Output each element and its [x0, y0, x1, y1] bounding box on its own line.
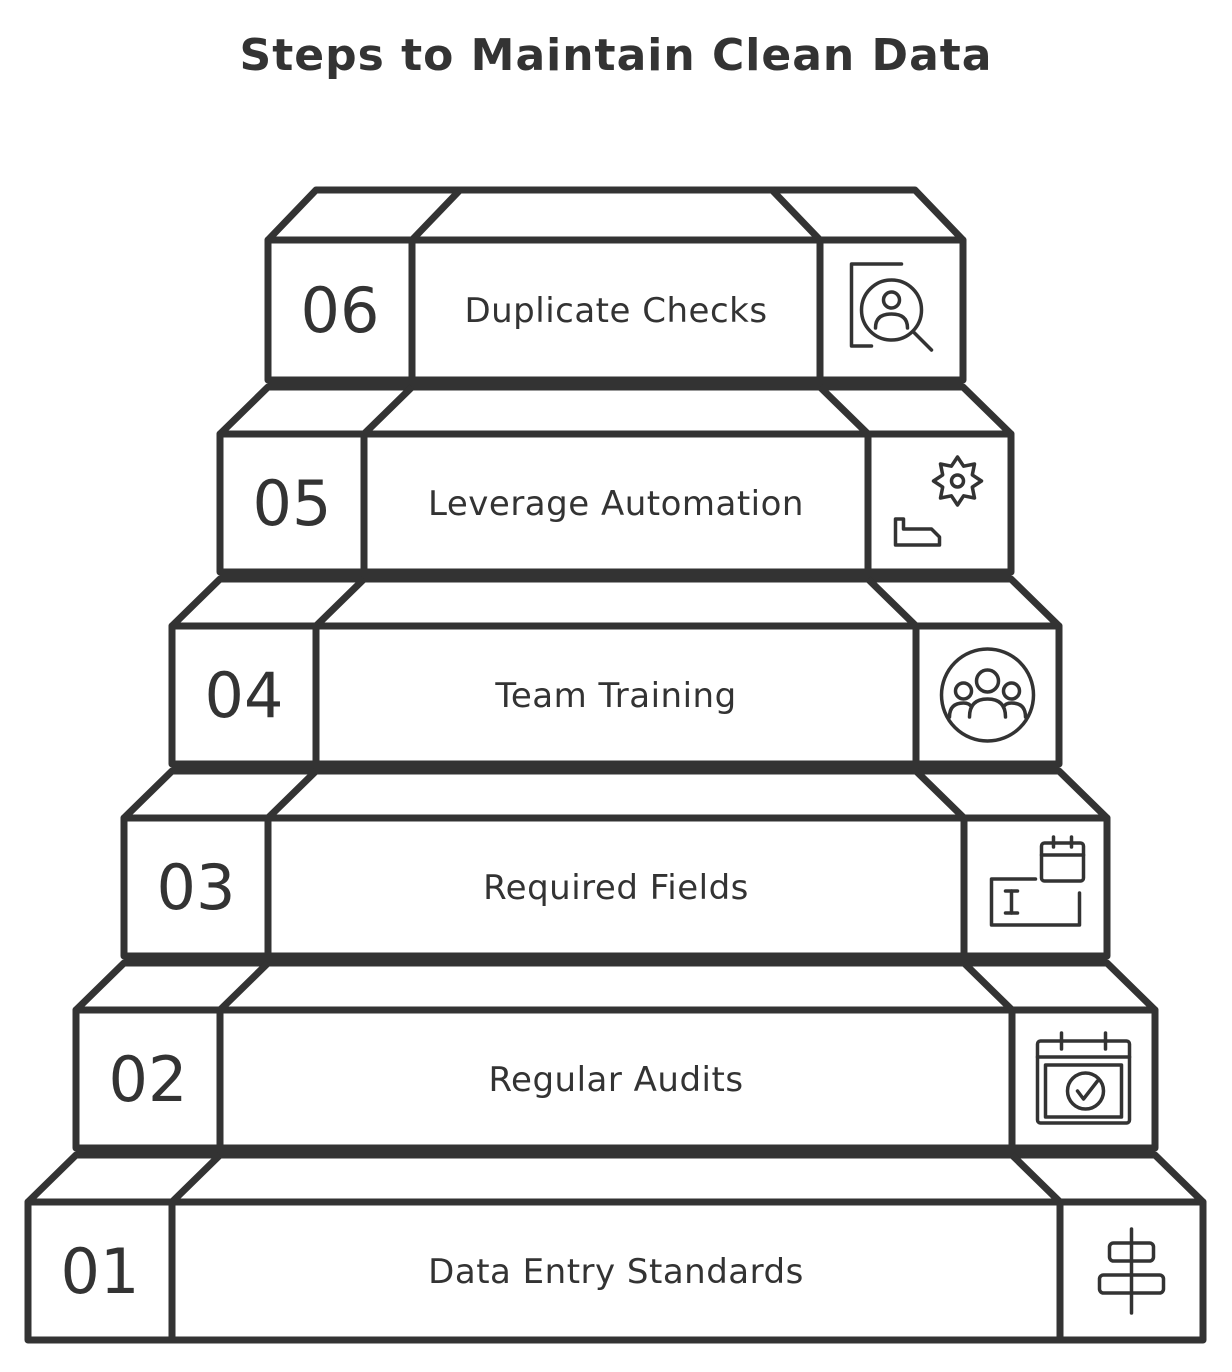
step-top-divider-right [961, 960, 1015, 1013]
step-top-divider-right [1009, 1152, 1063, 1205]
step-top-divider-left [361, 384, 415, 437]
calendar-check-icon [1035, 1031, 1132, 1125]
step-top-face [168, 575, 1063, 630]
step-top-face [24, 1151, 1207, 1206]
form-field-calendar-icon [989, 835, 1086, 927]
step-label: Regular Audits [488, 1060, 743, 1100]
step-top-divider-right [913, 768, 967, 821]
step-number: 05 [253, 467, 332, 540]
step-01: 01 Data Entry Standards [24, 1151, 1207, 1344]
step-front-face [72, 1006, 1159, 1152]
step-number: 03 [157, 851, 236, 924]
step-top-divider-right [769, 187, 823, 243]
step-label: Team Training [494, 676, 736, 716]
step-top-divider-left [409, 187, 463, 243]
step-number: 02 [109, 1043, 188, 1116]
step-04: 04 Team Training [168, 575, 1063, 768]
step-number: 01 [61, 1235, 140, 1308]
document-search-user-icon [849, 262, 934, 352]
gear-conveyor-icon [893, 455, 984, 547]
step-label: Required Fields [483, 868, 749, 908]
step-top-divider-left [265, 768, 319, 821]
align-center-icon [1097, 1227, 1166, 1315]
step-front-face [24, 1198, 1207, 1344]
step-number: 04 [205, 659, 284, 732]
step-top-divider-left [169, 1152, 223, 1205]
step-front-face [120, 814, 1111, 960]
step-top-divider-left [217, 960, 271, 1013]
step-front-face [216, 430, 1015, 576]
step-label: Data Entry Standards [428, 1252, 804, 1292]
step-label: Leverage Automation [428, 484, 804, 524]
step-top-face [216, 383, 1015, 438]
step-top-divider-left [313, 576, 367, 629]
step-top-face [264, 186, 967, 244]
step-02: 02 Regular Audits [72, 959, 1159, 1152]
step-03: 03 Required Fields [120, 767, 1111, 960]
step-top-divider-right [865, 576, 919, 629]
step-label: Duplicate Checks [464, 291, 767, 331]
step-front-face [264, 236, 967, 384]
step-05: 05 Leverage Automation [216, 383, 1015, 576]
step-06: 06 Duplicate Checks [264, 186, 967, 384]
step-front-face [168, 622, 1063, 768]
team-group-icon [939, 647, 1036, 743]
step-number: 06 [301, 274, 380, 347]
step-top-face [72, 959, 1159, 1014]
diagram-title: Steps to Maintain Clean Data [239, 30, 993, 81]
step-top-divider-right [817, 384, 871, 437]
